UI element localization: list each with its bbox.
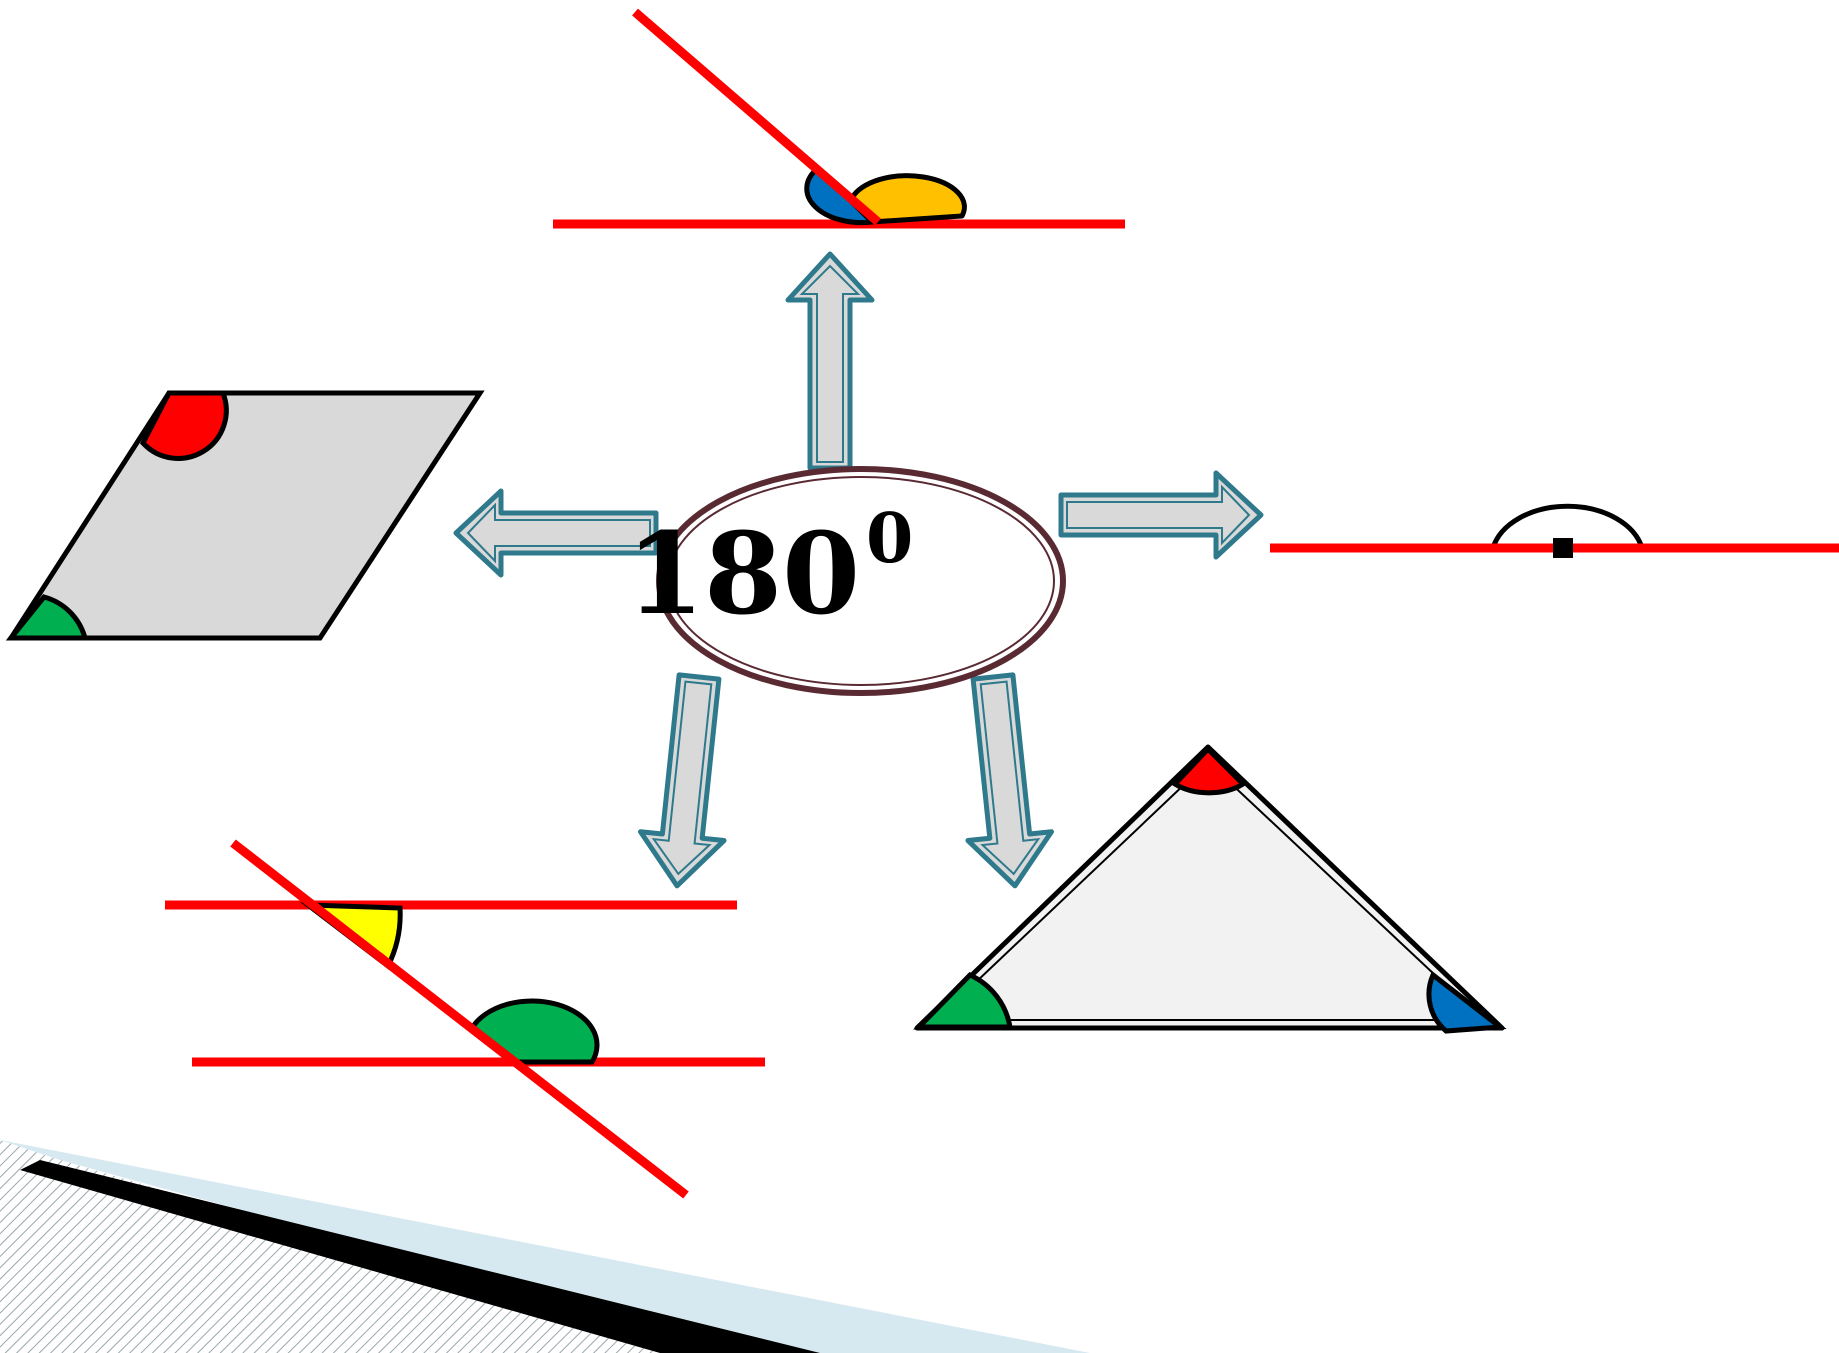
arrow-down-right <box>965 672 1054 889</box>
angle-arc-blue-right <box>1426 971 1507 1034</box>
arrow-right <box>1058 470 1264 560</box>
arrow-left <box>453 488 659 578</box>
parallelogram <box>6 390 485 641</box>
vertex-point <box>1553 538 1573 558</box>
angle-arc-green-semicircle <box>468 998 600 1065</box>
arrow-up <box>785 251 875 471</box>
straight-angle-arc <box>1490 503 1645 549</box>
triangle-outer <box>914 744 1505 1031</box>
arrow-down-left <box>638 672 727 889</box>
angle-arc-blue <box>804 165 875 226</box>
light-ribbon <box>0 1140 1090 1353</box>
center-label-group: 180 0 <box>626 466 1066 696</box>
triangle-inner <box>935 761 1484 1021</box>
angle-arc-green <box>5 594 89 641</box>
triangle-figure <box>913 744 1507 1034</box>
angle-value: 180 <box>626 509 860 640</box>
dark-ribbon <box>20 1160 820 1353</box>
parallelogram-figure <box>5 390 485 641</box>
angle-arc-red <box>139 390 229 461</box>
center-ellipse-inner <box>667 476 1055 686</box>
angle-arc-red-top <box>1171 745 1247 796</box>
arrows <box>453 251 1264 889</box>
transversal-line <box>230 839 689 1199</box>
angle-arc-orange <box>849 173 967 225</box>
ray-line <box>632 8 881 226</box>
angle-arc-green-left <box>913 971 1013 1030</box>
hatched-band <box>0 1140 720 1353</box>
adjacent-angles-figure <box>553 8 1125 229</box>
straight-angle-figure <box>1270 503 1839 558</box>
center-ellipse <box>656 466 1066 696</box>
degree-superscript: 0 <box>866 499 913 579</box>
parallel-lines-figure <box>165 839 765 1199</box>
corner-ribbon-decoration <box>0 1140 1090 1353</box>
